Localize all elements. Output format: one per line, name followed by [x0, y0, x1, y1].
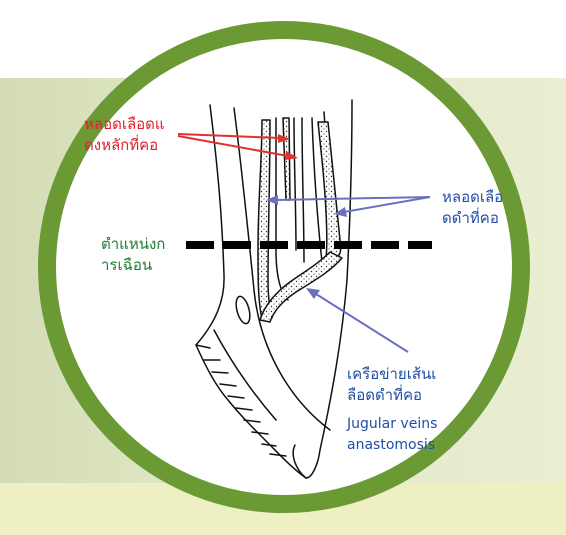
anastomosis-thai-label: เครือข่ายเส้นเ ลือดดำที่คอ	[347, 364, 436, 406]
carotid-label-line-1: หลอดเลือดแ	[84, 114, 165, 135]
cut-position-label: ตำแหน่งก ารเฉือน	[101, 234, 165, 276]
carotid-label-line-2: ดงหลักที่คอ	[84, 135, 165, 156]
jugular-label: หลอดเลือ ดดำที่คอ	[442, 187, 503, 229]
anastomosis-thai-line-2: ลือดดำที่คอ	[347, 385, 436, 406]
anastomosis-english-label: Jugular veins anastomosis	[347, 414, 437, 456]
cut-position-label-line-1: ตำแหน่งก	[101, 234, 165, 255]
jugular-label-line-2: ดดำที่คอ	[442, 208, 503, 229]
anastomosis-english-line-2: anastomosis	[347, 435, 437, 456]
anastomosis-english-line-1: Jugular veins	[347, 414, 437, 435]
cut-position-label-line-2: ารเฉือน	[101, 255, 165, 276]
anastomosis-thai-line-1: เครือข่ายเส้นเ	[347, 364, 436, 385]
carotid-label: หลอดเลือดแ ดงหลักที่คอ	[84, 114, 165, 156]
jugular-label-line-1: หลอดเลือ	[442, 187, 503, 208]
